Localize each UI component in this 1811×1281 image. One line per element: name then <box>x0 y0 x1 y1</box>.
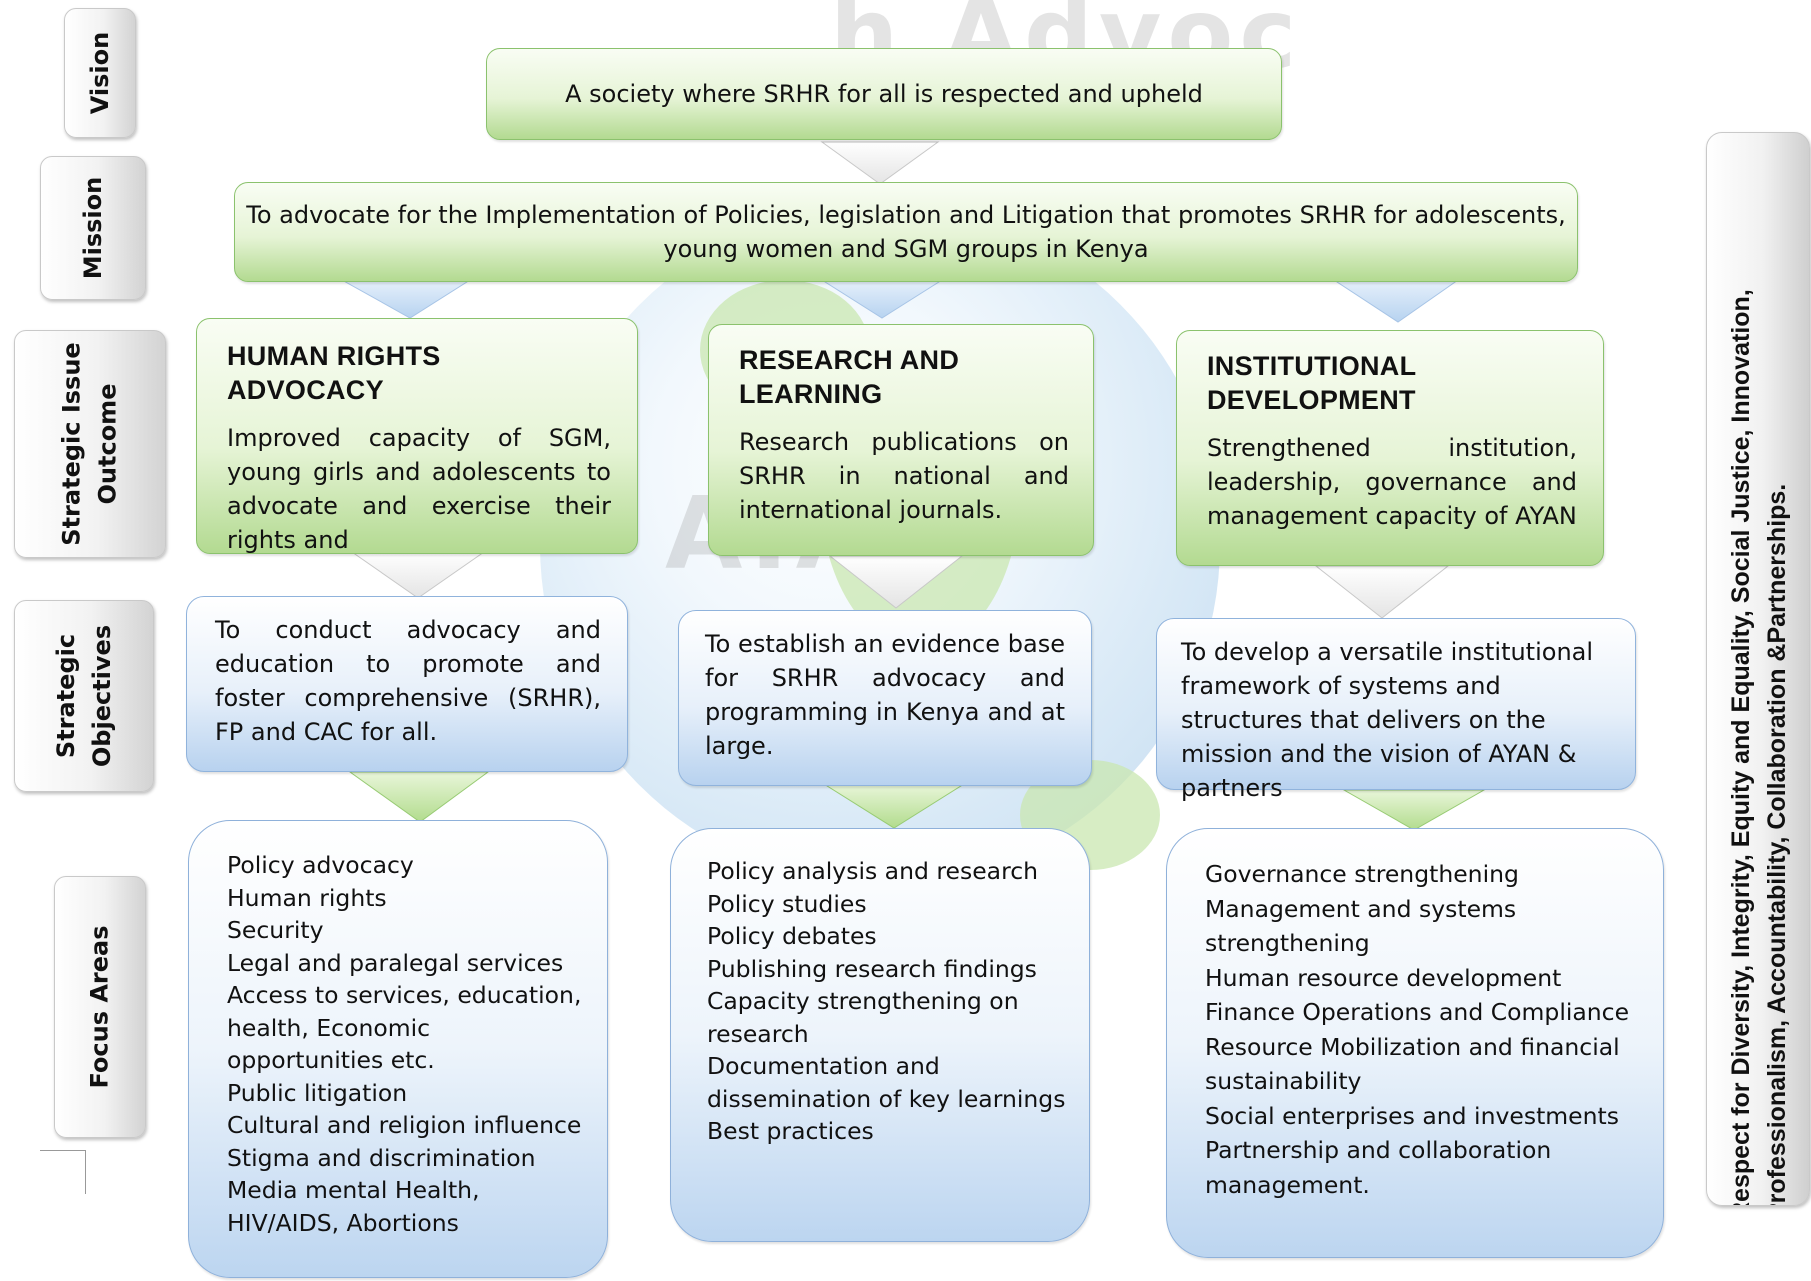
arrow-outcome-obj3 <box>1314 565 1450 619</box>
focus-item: Finance Operations and Compliance <box>1205 998 1630 1026</box>
focus-item: Public litigation <box>227 1078 408 1107</box>
objective-text: To develop a versatile institutional fra… <box>1181 638 1594 802</box>
focus-item: Human rights <box>227 883 387 912</box>
focus-item: health, Economic <box>227 1013 431 1042</box>
outcome-heading-line1: HUMAN RIGHTS <box>227 341 441 371</box>
side-label-line: Outcome <box>94 383 123 505</box>
arrow-vision-mission <box>820 141 940 185</box>
vision-box: A society where SRHR for all is respecte… <box>486 48 1282 140</box>
focus-item: sustainability <box>1205 1067 1362 1095</box>
focus-item: strengthening <box>1205 929 1370 957</box>
side-label-strategic-issue-outcome-text: Strategic Issue Outcome <box>54 342 126 545</box>
focus-item: Stigma and discrimination <box>227 1143 536 1172</box>
side-label-focus-areas-text: Focus Areas <box>86 925 114 1089</box>
arrow-mission-col1 <box>340 279 472 319</box>
vision-text: A society where SRHR for all is respecte… <box>565 80 1203 108</box>
focus-item: Governance strengthening <box>1205 860 1519 888</box>
values-line1: Respect for Diversity, Integrity, Equity… <box>1727 289 1755 1206</box>
values-text: Respect for Diversity, Integrity, Equity… <box>1723 156 1795 1206</box>
focus-box-human-rights: Policy advocacy Human rights Security Le… <box>188 820 608 1278</box>
focus-item: Policy analysis and research <box>707 857 1039 885</box>
focus-item: Capacity strengthening on <box>707 987 1019 1015</box>
side-label-line: Strategic Issue <box>58 342 87 546</box>
focus-item: Access to services, education, <box>227 981 582 1009</box>
outcome-box-human-rights: HUMAN RIGHTS ADVOCACY Improved capacity … <box>196 318 638 554</box>
mission-text-line2: young women and SGM groups in Kenya <box>663 235 1149 263</box>
outcome-text: Strengthened institution, leadership, go… <box>1207 434 1577 530</box>
objective-text: To establish an evidence base for SRHR a… <box>705 630 1065 760</box>
focus-item: Partnership and collaboration <box>1205 1136 1552 1164</box>
outcome-heading-line2: DEVELOPMENT <box>1207 385 1416 415</box>
focus-item: Documentation and <box>707 1052 940 1080</box>
values-line2: Professionalism, Accountability, Collabo… <box>1763 483 1791 1206</box>
bracket-line <box>40 1150 86 1194</box>
focus-item: Security <box>227 916 324 944</box>
side-label-strategic-objectives-text: Strategic Objectives <box>48 625 120 767</box>
focus-item: HIV/AIDS, Abortions <box>227 1208 459 1237</box>
focus-item: management. <box>1205 1170 1370 1199</box>
outcome-text: Research publications on SRHR in nationa… <box>739 428 1069 524</box>
focus-item: Cultural and religion influence <box>227 1111 582 1139</box>
arrow-obj-focus3 <box>1342 789 1486 831</box>
mission-box: To advocate for the Implementation of Po… <box>234 182 1578 282</box>
focus-item: Best practices <box>707 1117 874 1145</box>
focus-item: Policy advocacy <box>227 851 414 879</box>
objective-text: To conduct advocacy and education to pro… <box>215 616 601 746</box>
outcome-heading-line1: RESEARCH AND <box>739 345 960 375</box>
values-bar: Respect for Diversity, Integrity, Equity… <box>1706 132 1810 1206</box>
outcome-text: Improved capacity of SGM, young girls an… <box>227 424 611 554</box>
focus-item: Social enterprises and investments <box>1205 1101 1619 1130</box>
side-label-strategic-objectives: Strategic Objectives <box>14 600 154 792</box>
outcome-heading-line2: ADVOCACY <box>227 375 384 405</box>
focus-item: opportunities etc. <box>227 1046 435 1074</box>
arrow-mission-col3 <box>1332 279 1460 323</box>
focus-box-research: Policy analysis and research Policy stud… <box>670 828 1090 1242</box>
arrow-outcome-obj1 <box>350 551 486 599</box>
focus-item: Policy studies <box>707 889 867 918</box>
outcome-heading-line2: LEARNING <box>739 379 883 409</box>
focus-item: Resource Mobilization and financial <box>1205 1032 1620 1061</box>
side-label-vision-text: Vision <box>86 31 114 115</box>
focus-item: Legal and paralegal services <box>227 948 564 977</box>
side-label-vision: Vision <box>64 8 136 138</box>
side-label-strategic-issue-outcome: Strategic Issue Outcome <box>14 330 166 558</box>
objective-box-research: To establish an evidence base for SRHR a… <box>678 610 1092 786</box>
focus-item: dissemination of key learnings <box>707 1084 1066 1113</box>
focus-item: Publishing research findings <box>707 954 1037 983</box>
side-label-mission-text: Mission <box>78 176 107 280</box>
arrow-obj-focus2 <box>822 783 966 829</box>
arrow-outcome-obj2 <box>828 555 964 609</box>
focus-item: Media mental Health, <box>227 1176 480 1204</box>
outcome-box-research: RESEARCH AND LEARNING Research publicati… <box>708 324 1094 556</box>
side-label-line: Strategic <box>52 633 80 759</box>
focus-item: Human resource development <box>1205 963 1562 992</box>
mission-text-line1: To advocate for the Implementation of Po… <box>246 201 1566 229</box>
objective-box-human-rights: To conduct advocacy and education to pro… <box>186 596 628 772</box>
arrow-obj-focus1 <box>348 771 490 823</box>
focus-item: Management and systems <box>1205 894 1517 923</box>
outcome-box-institutional: INSTITUTIONAL DEVELOPMENT Strengthened i… <box>1176 330 1604 566</box>
side-label-focus-areas: Focus Areas <box>54 876 146 1138</box>
objective-box-institutional: To develop a versatile institutional fra… <box>1156 618 1636 802</box>
focus-item: Policy debates <box>707 922 877 950</box>
focus-item: research <box>707 1019 809 1048</box>
focus-box-institutional: Governance strengthening Management and … <box>1166 828 1664 1258</box>
arrow-mission-col2 <box>820 279 944 319</box>
outcome-heading-line1: INSTITUTIONAL <box>1207 351 1417 381</box>
side-label-mission: Mission <box>40 156 146 300</box>
side-label-line: Objectives <box>88 624 116 768</box>
